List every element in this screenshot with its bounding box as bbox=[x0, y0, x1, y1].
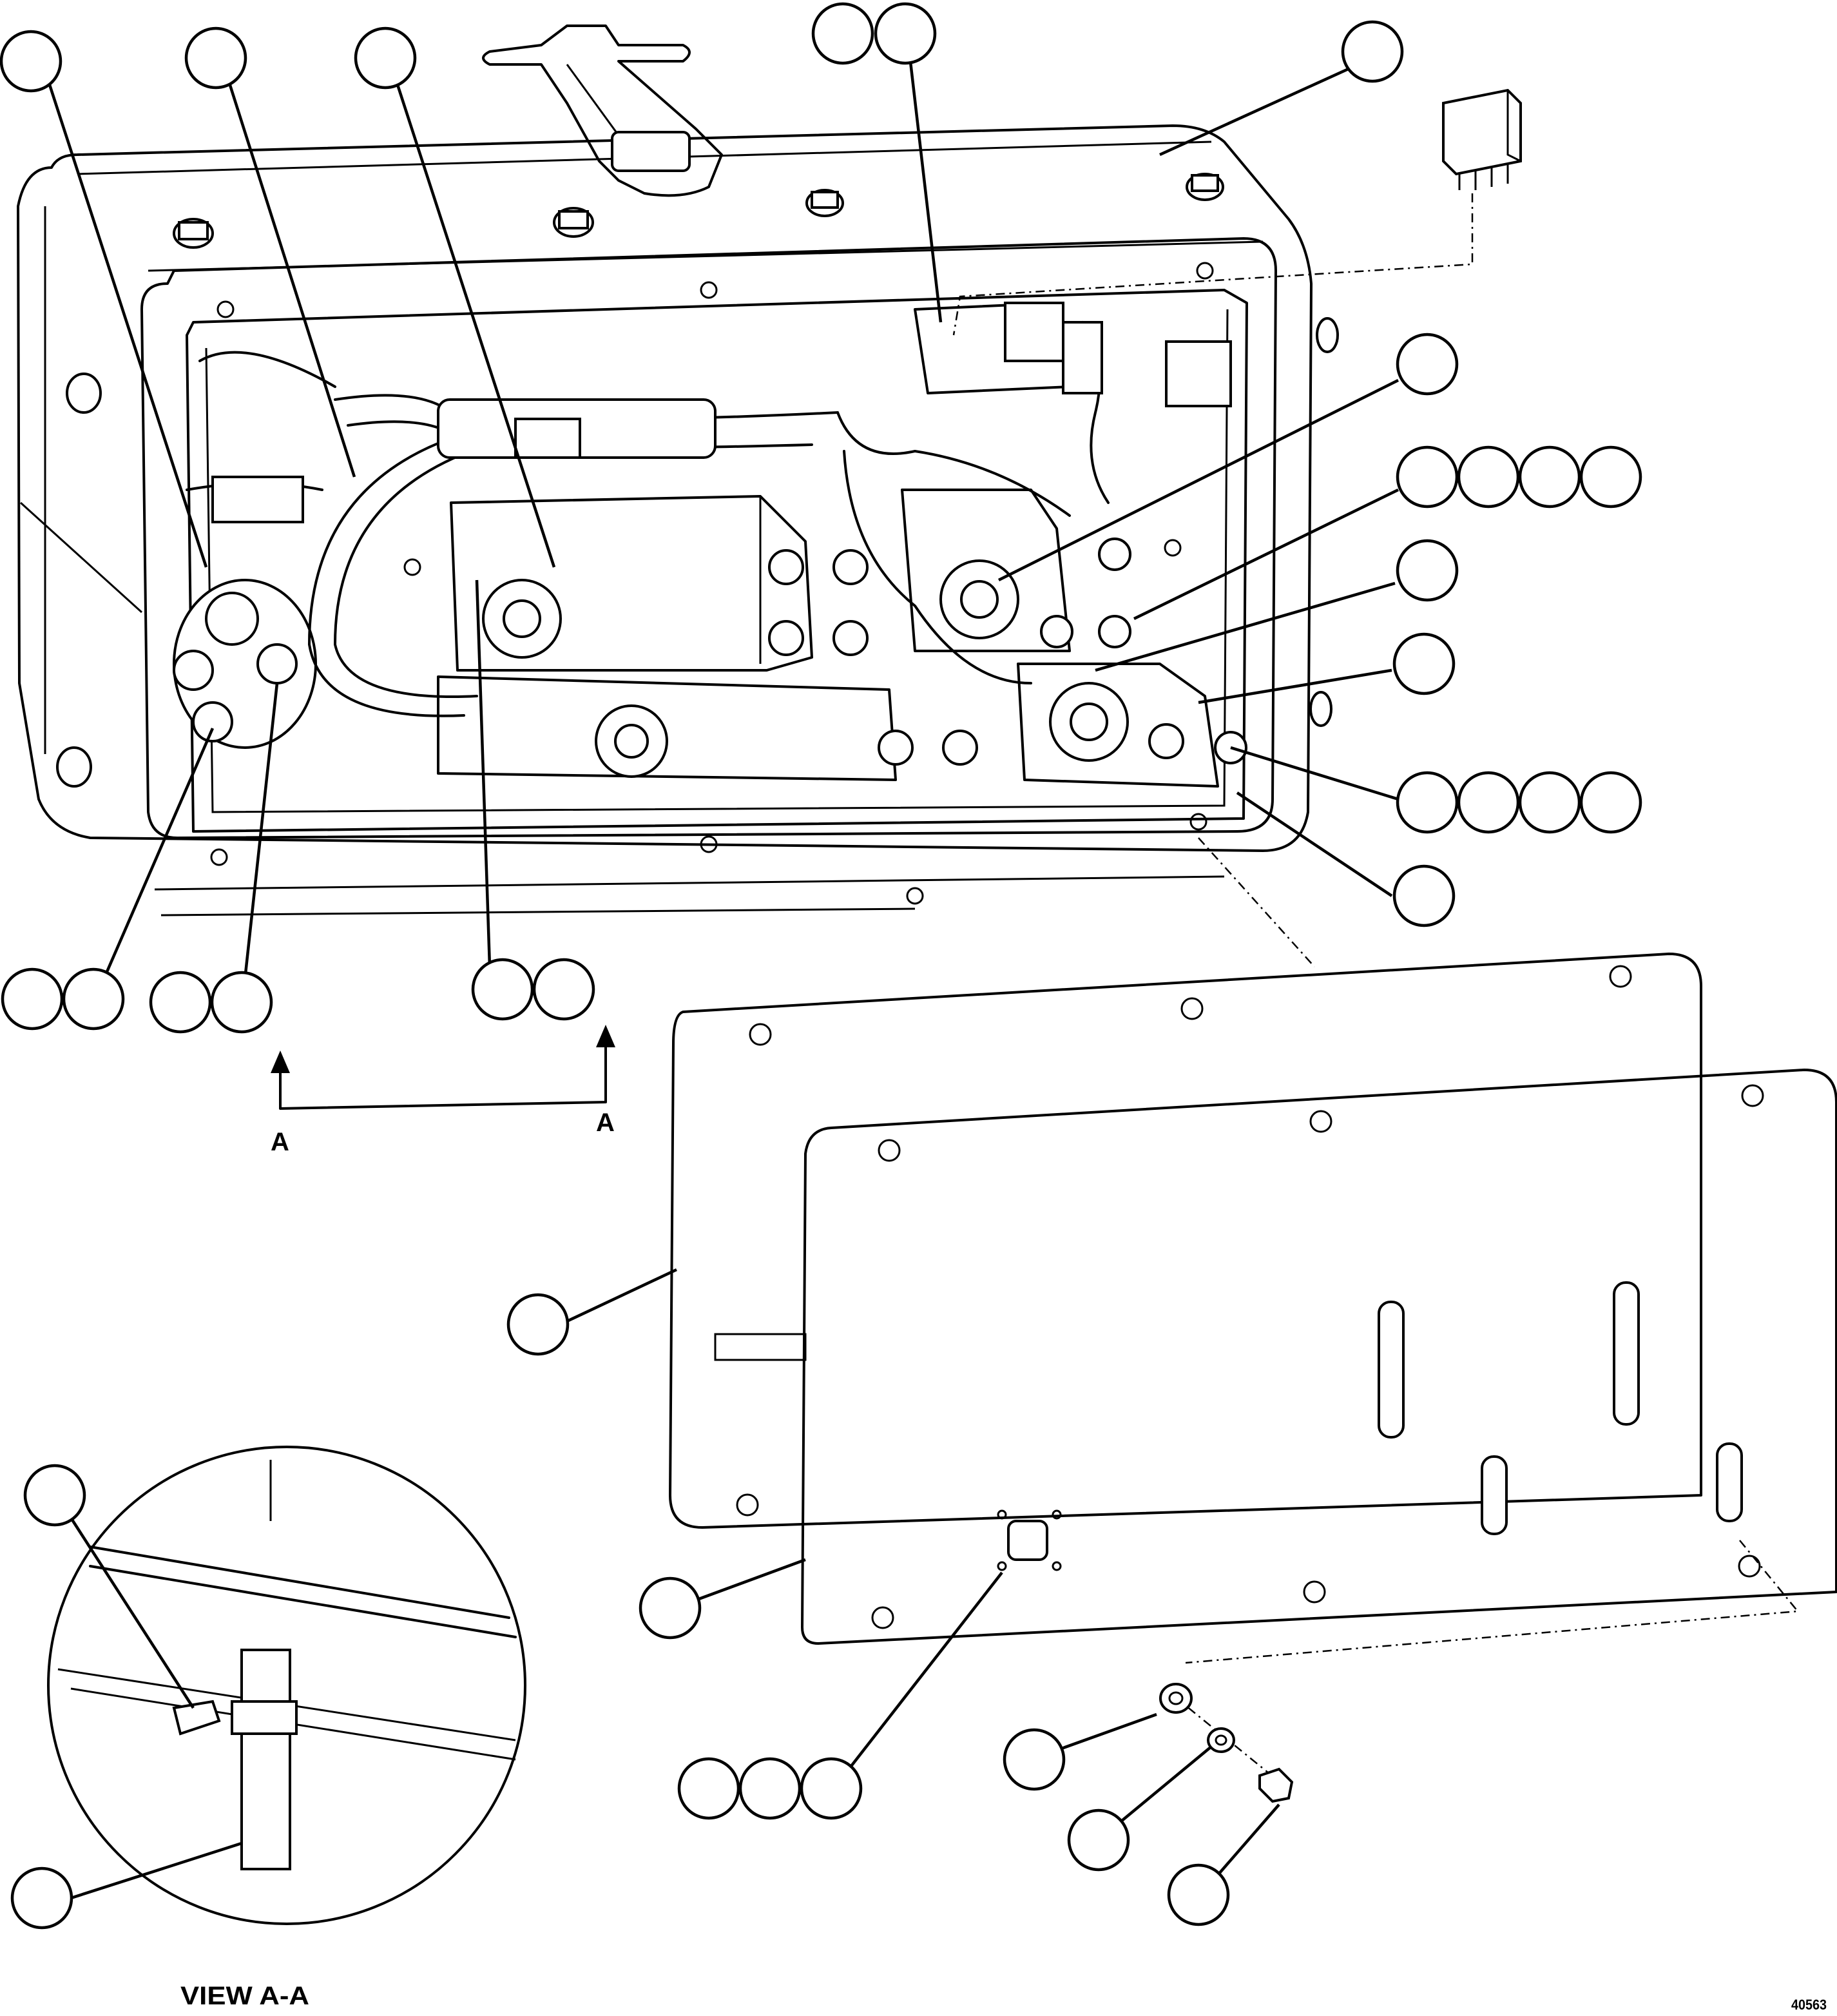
gasket-plate bbox=[669, 953, 1702, 1529]
relay-dashed-leader bbox=[952, 193, 1474, 336]
vent-slot-icon bbox=[1378, 1281, 1743, 1535]
item-balloon bbox=[1003, 1728, 1066, 1791]
item-balloon bbox=[184, 26, 247, 90]
item-balloon bbox=[1579, 771, 1642, 834]
circular-connector-icon bbox=[173, 579, 317, 749]
item-balloon bbox=[532, 958, 595, 1021]
section-arrow-label-right: A bbox=[596, 1109, 615, 1137]
item-balloon bbox=[677, 1757, 740, 1820]
item-balloon bbox=[1341, 20, 1404, 83]
item-balloon bbox=[0, 30, 63, 93]
item-balloon bbox=[210, 971, 273, 1034]
washer-icon bbox=[1159, 1683, 1193, 1714]
item-balloon bbox=[738, 1757, 802, 1820]
item-balloon bbox=[10, 1866, 73, 1930]
top-mounting-bolts bbox=[56, 173, 1339, 788]
item-balloon bbox=[471, 958, 534, 1021]
fastener-dashed-line bbox=[1185, 1540, 1800, 1664]
drawing-number: 40563 bbox=[1791, 1997, 1827, 2013]
bolt-head-icon bbox=[56, 746, 92, 788]
item-balloon bbox=[1396, 333, 1459, 396]
bolt-head-icon bbox=[805, 189, 844, 217]
section-arrow-label-left: A bbox=[271, 1128, 289, 1156]
item-balloon bbox=[800, 1757, 863, 1820]
item-balloon bbox=[811, 2, 874, 65]
item-balloon bbox=[149, 971, 212, 1034]
item-balloon bbox=[1518, 771, 1581, 834]
view-caption: VIEW A-A bbox=[180, 1982, 309, 2010]
terminal-stud-icon bbox=[595, 704, 668, 778]
item-balloon bbox=[23, 1464, 86, 1527]
nut-icon bbox=[878, 730, 978, 766]
frame-hole-icon bbox=[210, 262, 1214, 905]
cover-plate bbox=[801, 1069, 1837, 1645]
item-balloon bbox=[874, 2, 937, 65]
bolt-head-icon bbox=[1186, 173, 1224, 201]
cover-window-icon bbox=[997, 1509, 1062, 1571]
terminal-stud-icon bbox=[1049, 682, 1129, 762]
item-balloon bbox=[1579, 445, 1642, 509]
lock-washer-icon bbox=[1207, 1727, 1235, 1753]
item-balloon bbox=[1396, 539, 1459, 602]
nut-icon bbox=[768, 549, 869, 656]
top-mounting-bracket bbox=[482, 24, 723, 197]
relay-component bbox=[1442, 88, 1522, 190]
item-balloon bbox=[1392, 864, 1456, 927]
clip-icon bbox=[172, 1700, 221, 1736]
leader-lines bbox=[43, 44, 1399, 1900]
item-balloon bbox=[1392, 632, 1456, 695]
item-balloon bbox=[1167, 1863, 1230, 1926]
detail-view-aa bbox=[47, 1446, 526, 1925]
item-balloon bbox=[506, 1293, 570, 1356]
bolt-head-icon bbox=[1316, 317, 1339, 353]
nut-icon bbox=[1148, 723, 1247, 764]
item-balloon bbox=[354, 26, 417, 90]
nut-icon bbox=[1040, 538, 1131, 648]
item-balloon bbox=[1457, 771, 1520, 834]
bolt-head-icon bbox=[553, 207, 594, 238]
assembly-dashed-line bbox=[1198, 837, 1315, 967]
screw-icon bbox=[1258, 1767, 1294, 1803]
item-balloon bbox=[639, 1576, 702, 1640]
section-arrows-aa: A A bbox=[271, 1025, 615, 1156]
item-balloon bbox=[1518, 445, 1581, 509]
bolt-head-icon bbox=[173, 218, 214, 249]
item-balloon bbox=[1396, 445, 1459, 509]
item-balloon bbox=[1457, 445, 1520, 509]
item-balloon bbox=[62, 967, 125, 1031]
item-balloon bbox=[1396, 771, 1459, 834]
item-balloon bbox=[1, 967, 64, 1031]
item-balloons bbox=[0, 2, 1642, 1930]
terminal-stud-icon bbox=[939, 559, 1019, 639]
item-balloon bbox=[1067, 1808, 1130, 1872]
bolt-head-icon bbox=[66, 373, 102, 414]
bolt-head-icon bbox=[1309, 691, 1332, 727]
terminal-stud-icon bbox=[482, 579, 562, 659]
interior-components bbox=[173, 262, 1247, 905]
